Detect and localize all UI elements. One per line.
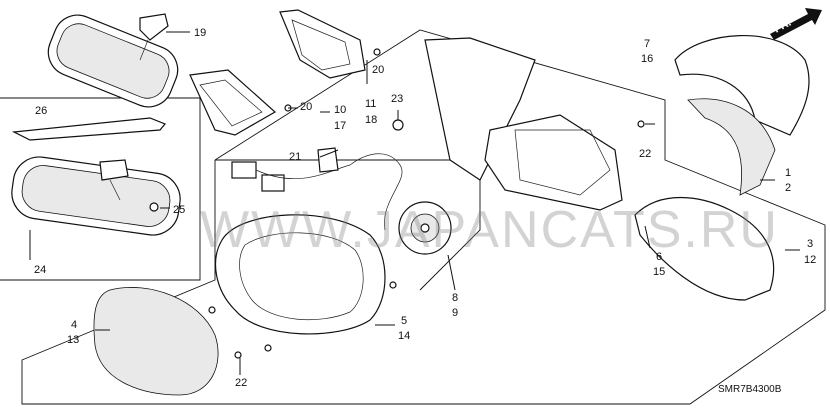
callout-22-upper: 22: [639, 148, 652, 160]
callout-6: 6: [656, 251, 663, 263]
callout-22-lower: 22: [235, 377, 248, 389]
callout-18: 18: [365, 114, 378, 126]
callout-4: 4: [71, 319, 78, 331]
mirror-base: [424, 37, 623, 211]
group-box-left: [0, 97, 201, 281]
bracket-26: [11, 117, 166, 141]
rearview-mirror-lower: [11, 156, 181, 236]
callout-7: 7: [644, 38, 651, 50]
screw-22-c: [264, 344, 272, 352]
callout-2: 2: [785, 182, 792, 194]
callout-13: 13: [67, 334, 80, 346]
screw-22-upper: [637, 120, 645, 128]
callout-20-upper: 20: [372, 64, 385, 76]
group-box-wiring: [215, 159, 481, 291]
grommet-23: [392, 119, 404, 131]
callout-26: 26: [35, 105, 48, 117]
garnish-11: [279, 9, 366, 79]
callout-15: 15: [653, 266, 666, 278]
callout-9: 9: [452, 307, 459, 319]
callout-14: 14: [398, 330, 411, 342]
watermark: WWW.JAPANCATS.RU: [200, 201, 779, 259]
diagram-code: SMR7B4300B: [718, 384, 782, 395]
skull-cap-7: [674, 35, 810, 136]
mirror-glass-4: [93, 287, 219, 396]
callout-24: 24: [34, 264, 47, 276]
front-arrow: [770, 8, 822, 40]
screw-22-b: [234, 351, 242, 359]
callout-5: 5: [401, 315, 408, 327]
callout-25: 25: [173, 204, 186, 216]
callout-8: 8: [452, 292, 459, 304]
group-box-main: [21, 29, 826, 405]
callout-16: 16: [641, 53, 654, 65]
callout-20-lower: 20: [300, 101, 313, 113]
turn-signal-1: [687, 98, 776, 196]
callout-3: 3: [807, 238, 814, 250]
rearview-mirror-upper: [47, 13, 179, 108]
wire-harness-21: [231, 147, 403, 231]
screw-25: [149, 202, 159, 212]
housing-cover-3: [634, 197, 775, 301]
callout-17: 17: [334, 120, 347, 132]
mirror-housing-5: [215, 214, 386, 335]
garnish-10: [189, 69, 277, 136]
callout-10: 10: [334, 104, 347, 116]
screw-22-d: [389, 281, 397, 289]
callout-21: 21: [289, 151, 302, 163]
callout-12: 12: [804, 254, 817, 266]
screw-22-a: [208, 306, 216, 314]
callout-23: 23: [391, 93, 404, 105]
callout-19: 19: [194, 27, 207, 39]
callout-1: 1: [785, 167, 792, 179]
actuator-8: [398, 201, 452, 255]
callout-11: 11: [365, 98, 377, 110]
leader-lines: [29, 31, 800, 375]
